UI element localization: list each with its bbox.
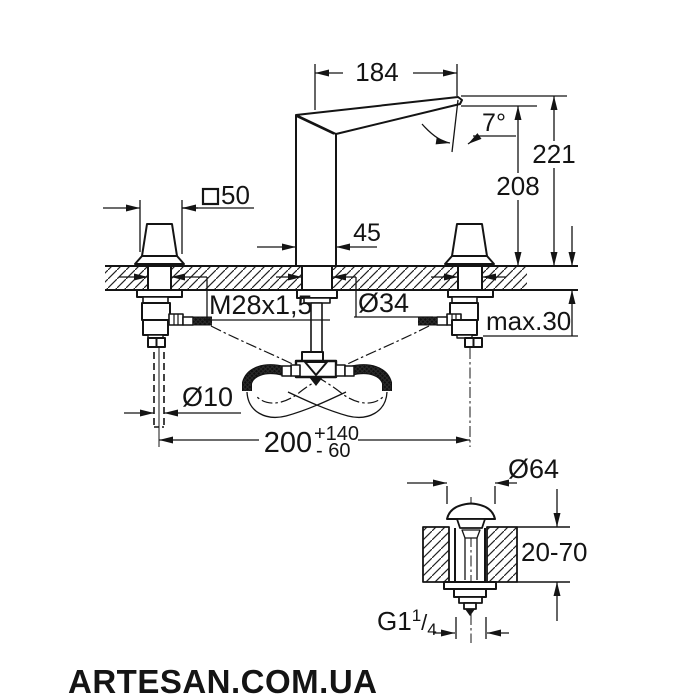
dim-mounting-thread: M28x1,5 (119, 273, 330, 321)
dim-label-g114: G11/4 (377, 606, 437, 639)
right-handle-flange (447, 289, 494, 298)
dim-spout-reach: 184 (314, 57, 458, 110)
angle-arc-arrow (421, 123, 451, 145)
dim-spout-angle: 7° (421, 99, 516, 153)
dim-label-2070: 20-70 (521, 537, 588, 567)
square-symbol (201, 187, 220, 206)
dim-total-height: 221 (461, 95, 579, 266)
deck-hatch-right (482, 267, 527, 289)
countertop-deck (105, 265, 578, 291)
left-handle-nut-a (147, 337, 158, 348)
hose-routing-right-centerline (255, 325, 430, 404)
right-handle-knob (451, 223, 488, 257)
dim-drain-deck-range: 20-70 (521, 489, 588, 621)
dim-spout-body-width: 45 (257, 219, 381, 251)
left-handle-knob (141, 223, 178, 257)
dimension-annotations: 184 7° 221 208 max.30 (103, 57, 588, 639)
right-handle-valve-lower (451, 319, 478, 336)
flexible-hoses (210, 325, 430, 418)
tee-bottom-tip (309, 377, 323, 386)
left-handle-collar (134, 255, 185, 265)
dim-label-45: 45 (353, 219, 381, 247)
hose-loop-right (287, 391, 388, 418)
angle-leader-arrow (467, 133, 482, 145)
drain-cap-neck (456, 518, 486, 529)
deck-hatch-right-center (332, 267, 458, 289)
dim-max-deck-thickness: max.30 (483, 226, 578, 337)
left-handle-valve-lower (142, 319, 169, 336)
dim-outlet-height: 208 (461, 105, 543, 266)
right-handle-nut-b (472, 337, 483, 348)
dim-label-7deg: 7° (482, 109, 506, 137)
tee-top-nut (301, 351, 324, 362)
dim-label-o10: Ø10 (182, 382, 233, 412)
dim-label-o64: Ø64 (508, 454, 559, 484)
dim-label-200-tol-minus: - 60 (316, 440, 350, 462)
dim-label-200: 200 (264, 427, 312, 459)
dim-label-max30: max.30 (486, 306, 571, 336)
deck-hatch-left (105, 267, 148, 289)
dim-handle-square: 50 (103, 180, 254, 254)
waste-drain-detail (422, 497, 570, 643)
drain-deck-hatch-left (422, 526, 450, 583)
hose-routing-left-centerline (210, 325, 385, 404)
drain-inner-cone (461, 529, 481, 539)
left-handle-valve-upper (141, 302, 171, 321)
left-handle-nipple (182, 316, 194, 326)
dim-drain-cap-diameter: Ø64 (407, 454, 559, 504)
right-handle-nut-a (464, 337, 475, 348)
drain-deck-hatch-right (486, 526, 518, 583)
deck-hatch-left-center (171, 267, 302, 289)
left-handle-port (168, 313, 184, 326)
drain-tail-stem (463, 602, 477, 610)
tee-fitting-right (344, 365, 355, 377)
spout-blade (295, 96, 463, 135)
right-handle-collar (444, 255, 495, 265)
drain-tail-tip (465, 609, 475, 616)
drain-flange (443, 581, 497, 590)
watermark-text: ARTESAN.COM.UA (68, 663, 378, 700)
braided-hose-right-texture (349, 365, 391, 391)
dim-label-200-tol-plus: +140 (314, 423, 359, 445)
dim-label-221: 221 (532, 139, 575, 169)
dim-pipe-diameter: Ø10 (124, 382, 241, 417)
drain-locknut (453, 588, 487, 598)
dim-hole-diameter: Ø34 (276, 273, 506, 318)
drain-cap-dome (446, 502, 496, 520)
spout-supply-pipe (310, 302, 323, 353)
dim-label-m28: M28x1,5 (209, 290, 313, 320)
dim-label-o34: Ø34 (358, 288, 409, 318)
tee-port-right (335, 364, 346, 377)
braided-hose-left-texture (243, 365, 285, 391)
left-handle-nut-b (155, 337, 166, 348)
left-handle-flange (136, 289, 183, 298)
dim-label-50: 50 (221, 180, 250, 210)
hose-loop-left (246, 391, 347, 418)
dim-drain-thread: G11/4 (377, 606, 509, 639)
dim-label-208: 208 (496, 171, 539, 201)
tip-angle-line (451, 99, 459, 153)
spout-blade-facet (295, 115, 335, 135)
left-handle (134, 223, 212, 447)
dim-label-184: 184 (355, 57, 398, 87)
tee-vee-notch (304, 361, 328, 376)
tee-port-left (290, 364, 301, 377)
dim-centers-distance: 200 +140 - 60 (159, 423, 470, 462)
right-handle (418, 223, 495, 447)
tee-fitting-left (281, 365, 292, 377)
right-handle-nipple (436, 316, 448, 326)
